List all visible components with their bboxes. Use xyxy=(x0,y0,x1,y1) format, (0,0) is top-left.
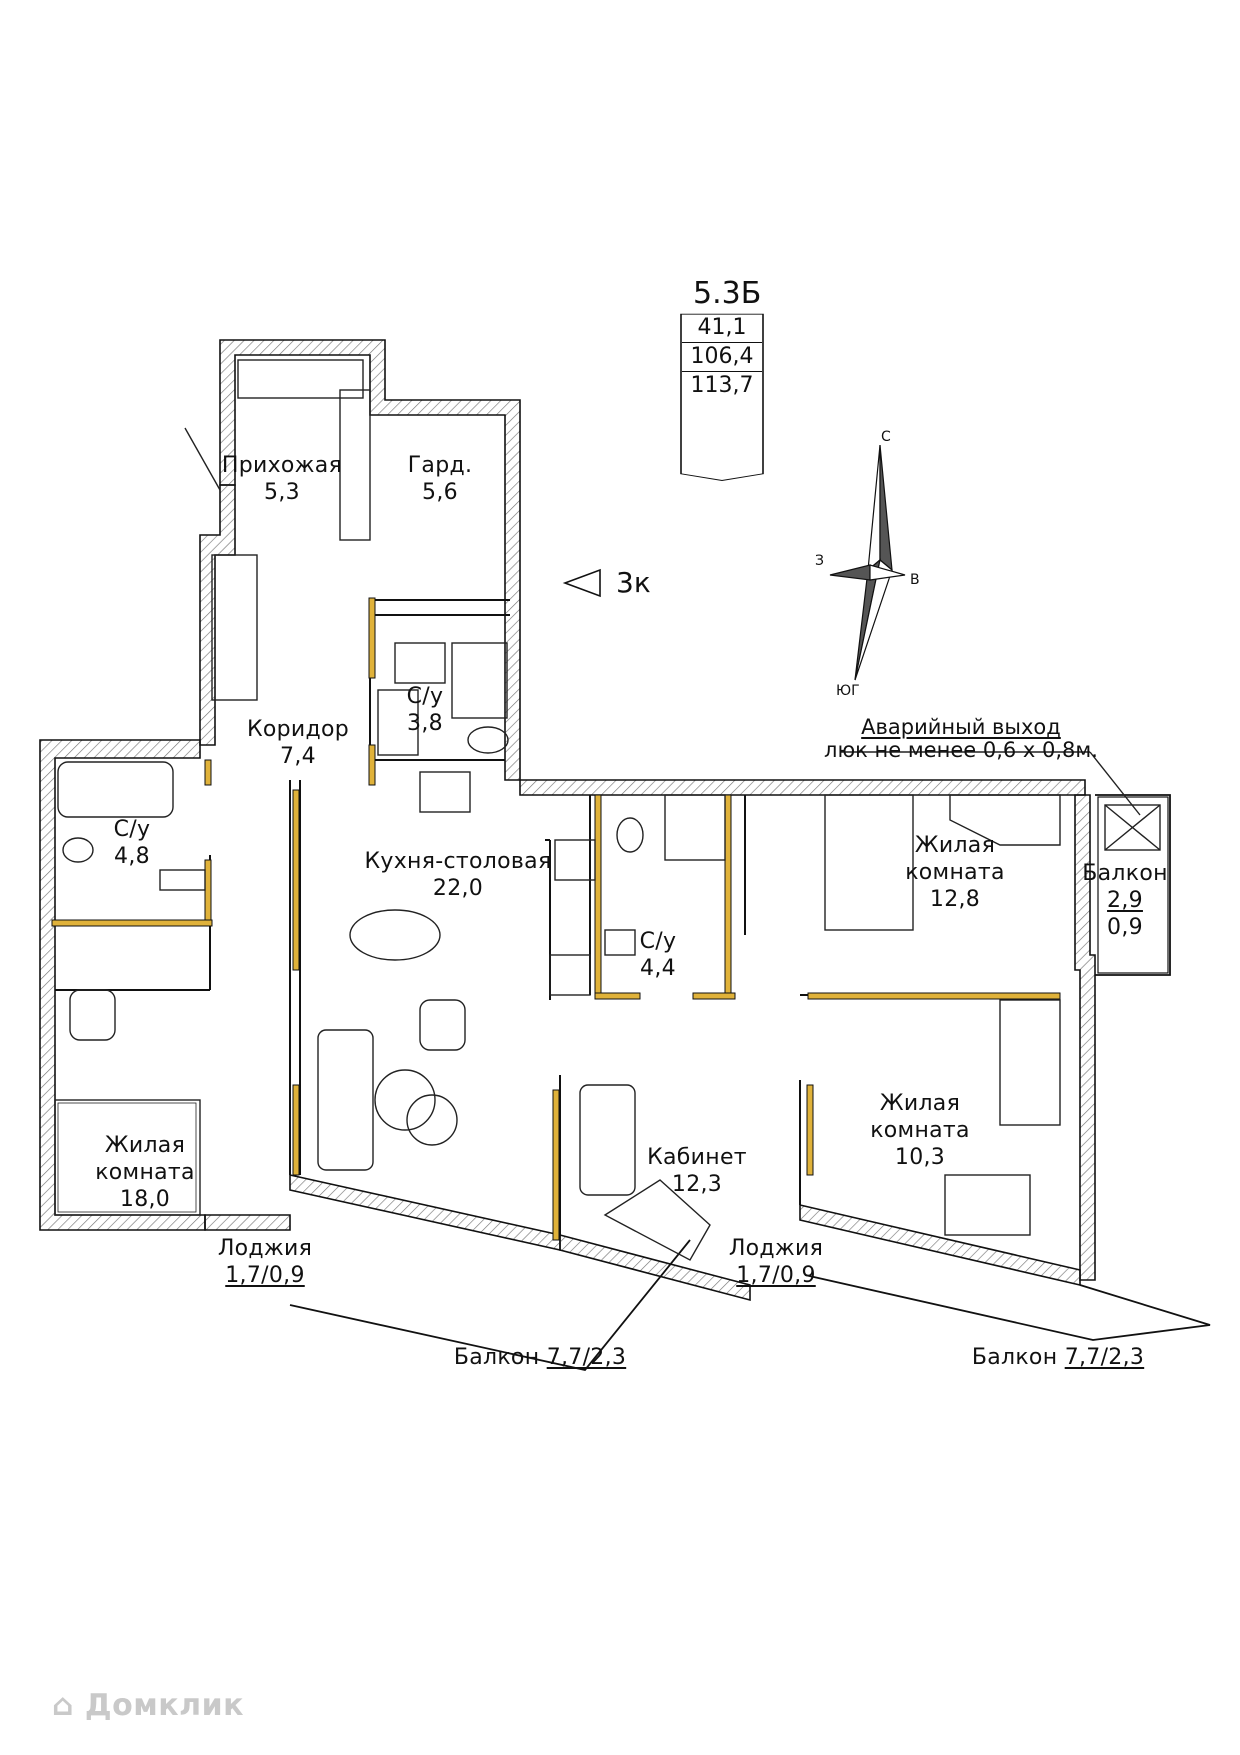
room-area: 1,7/0,9 xyxy=(736,1263,816,1288)
room-area: 1,7/0,9 xyxy=(225,1263,305,1288)
plan-areas: 41,1 106,4 113,7 xyxy=(682,314,762,400)
room-name: Балкон xyxy=(971,1345,1058,1370)
room-area: 2,9 xyxy=(1107,888,1143,913)
room-name: Балкон xyxy=(1082,861,1168,886)
room-bath-1: С/у 3,8 xyxy=(407,683,444,737)
room-area: 5,6 xyxy=(422,480,458,505)
room-living-1: Жилая комната 12,8 xyxy=(905,832,1005,913)
room-name-2: комната xyxy=(870,1118,970,1143)
room-name: Прихожая xyxy=(221,453,343,478)
exterior-walls xyxy=(39,339,1096,1302)
room-area: 22,0 xyxy=(432,876,484,901)
room-name: Кабинет xyxy=(647,1145,747,1170)
room-area: 7,7/2,3 xyxy=(546,1345,627,1370)
balconies xyxy=(289,794,1211,1371)
room-living-3: Жилая комната 10,3 xyxy=(870,1090,970,1171)
room-bath-3: С/у 4,4 xyxy=(640,928,677,982)
area-total: 106,4 xyxy=(682,343,762,372)
room-wardrobe: Гард. 5,6 xyxy=(408,452,473,506)
room-bath-2: С/у 4,8 xyxy=(114,816,151,870)
room-name: Жилая xyxy=(104,1133,186,1158)
plan-code: 5.3Б xyxy=(693,276,762,311)
emergency-exit-note: Аварийный выход люк не менее 0,6 х 0,8м. xyxy=(824,716,1098,762)
direction-arrow xyxy=(562,568,601,598)
room-area: 7,4 xyxy=(280,744,316,769)
room-area: 4,8 xyxy=(114,844,150,869)
partition-strips xyxy=(51,597,1061,1241)
room-area-2: 0,9 xyxy=(1107,915,1143,940)
watermark-text: Домклик xyxy=(84,1688,244,1723)
room-area: 7,7/2,3 xyxy=(1064,1345,1145,1370)
area-living: 41,1 xyxy=(682,314,762,343)
room-name: Жилая xyxy=(879,1091,961,1116)
room-balcony-2: Балкон 7,7/2,3 xyxy=(972,1344,1144,1371)
room-study: Кабинет 12,3 xyxy=(647,1144,747,1198)
room-kitchen: Кухня-столовая 22,0 xyxy=(365,848,552,902)
room-corridor: Коридор 7,4 xyxy=(247,716,349,770)
room-name: С/у xyxy=(113,817,151,842)
room-hall: Прихожая 5,3 xyxy=(222,452,342,506)
room-loggia-2: Лоджия 1,7/0,9 xyxy=(729,1235,823,1289)
room-balcony-1: Балкон 7,7/2,3 xyxy=(454,1344,626,1371)
exit-line-2: люк не менее 0,6 х 0,8м. xyxy=(824,738,1098,762)
room-name: Кухня-столовая xyxy=(364,849,552,874)
area-with-balconies: 113,7 xyxy=(690,373,754,398)
fixtures xyxy=(54,359,1161,1261)
rooms-count: 3к xyxy=(616,566,651,599)
room-name-2: комната xyxy=(95,1160,195,1185)
room-name: С/у xyxy=(406,684,444,709)
compass-north: С xyxy=(881,429,891,445)
room-area: 5,3 xyxy=(264,480,300,505)
compass-west: З xyxy=(815,553,824,569)
room-area: 18,0 xyxy=(119,1187,171,1212)
compass-east: В xyxy=(910,572,920,588)
room-name-2: комната xyxy=(905,860,1005,885)
room-area: 12,8 xyxy=(929,887,981,912)
room-area: 3,8 xyxy=(407,711,443,736)
room-area: 4,4 xyxy=(640,956,676,981)
plan-badge-frame xyxy=(680,313,764,481)
room-name: С/у xyxy=(639,929,677,954)
room-name: Лоджия xyxy=(728,1236,824,1261)
room-loggia-1: Лоджия 1,7/0,9 xyxy=(218,1235,312,1289)
room-name: Балкон xyxy=(453,1345,540,1370)
room-name: Жилая xyxy=(914,833,996,858)
room-name: Гард. xyxy=(407,453,473,478)
exit-line-1: Аварийный выход xyxy=(861,715,1061,739)
room-area: 10,3 xyxy=(894,1145,946,1170)
room-name: Лоджия xyxy=(217,1236,313,1261)
room-living-2: Жилая комната 18,0 xyxy=(95,1132,195,1213)
watermark: ⌂ Домклик xyxy=(52,1688,244,1723)
compass-icon xyxy=(829,444,906,681)
room-balcony-small: Балкон 2,9 0,9 xyxy=(1082,860,1168,941)
room-name: Коридор xyxy=(246,717,350,742)
room-area: 12,3 xyxy=(671,1172,723,1197)
compass-south: ЮГ xyxy=(836,683,860,699)
